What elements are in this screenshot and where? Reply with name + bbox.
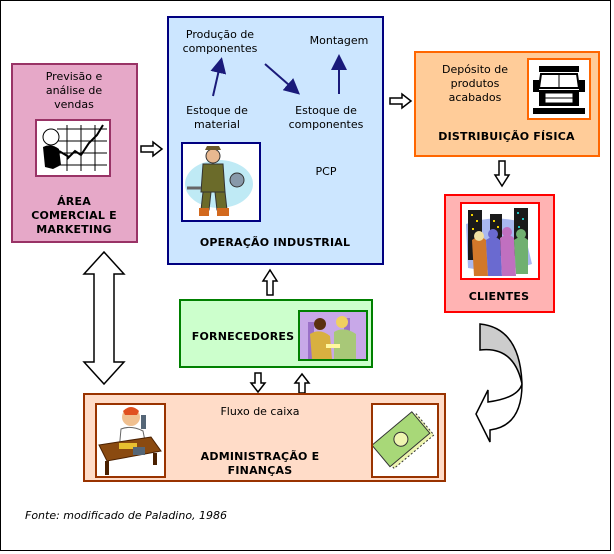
operation-title: OPERAÇÃO INDUSTRIAL (199, 236, 351, 249)
finance-title-1: ADMINISTRAÇÃO E (200, 450, 320, 463)
suppliers-box: FORNECEDORES (179, 299, 373, 368)
crowd-city-icon (460, 202, 540, 280)
arrow-finance-to-suppliers (293, 372, 311, 394)
finance-box: Fluxo de caixa ADMINISTRAÇÃO E FINANÇAS (83, 393, 446, 482)
phone-desk-icon (95, 403, 166, 478)
arrow-marketing-to-operation (140, 140, 164, 158)
worker-gear-icon (181, 142, 261, 222)
distribution-title: DISTRIBUIÇÃO FÍSICA (438, 130, 575, 143)
arrow-suppliers-to-finance (249, 372, 267, 394)
arrow-marketing-finance (82, 250, 126, 386)
salesman-chart-icon (35, 119, 111, 177)
arrow-material-to-producao (210, 57, 227, 97)
flow-arrows (210, 54, 347, 97)
distribution-subtitle: Depósito de produtos acabados (441, 63, 509, 104)
distribution-box: Depósito de produtos acabados DISTRIBUIÇ… (414, 51, 600, 157)
arrow-clients-to-finance (475, 323, 523, 443)
estoque-componentes-label: Estoque de componentes (288, 104, 364, 131)
finance-title-2: FINANÇAS (227, 464, 293, 477)
arrow-operation-to-distribution (389, 92, 413, 110)
marketing-title-3: MARKETING (36, 223, 112, 236)
pcp-label: PCP (315, 165, 337, 178)
arrow-suppliers-to-operation (261, 268, 279, 296)
truck-icon (527, 58, 591, 120)
estoque-material-label: Estoque de material (186, 104, 248, 131)
arrow-producao-to-estoque (264, 63, 301, 95)
marketing-box: Previsão e análise de vendas ÁREA COMERC… (11, 63, 138, 243)
clients-box: CLIENTES (444, 194, 555, 313)
marketing-title-2: COMERCIAL E (31, 209, 117, 222)
finance-subtitle: Fluxo de caixa (220, 405, 300, 418)
marketing-subtitle: Previsão e análise de vendas (45, 70, 103, 111)
operation-box: Produção de componentes Montagem Estoque… (167, 16, 384, 265)
handshake-icon (298, 310, 368, 361)
montagem-label: Montagem (309, 34, 369, 47)
arrow-distribution-to-clients (493, 160, 511, 188)
money-icon (371, 403, 439, 478)
suppliers-title: FORNECEDORES (191, 330, 295, 343)
marketing-title-1: ÁREA (57, 195, 91, 208)
producao-label: Produção de componentes (182, 28, 258, 55)
clients-title: CLIENTES (468, 290, 530, 303)
source-caption: Fonte: modificado de Paladino, 1986 (25, 509, 228, 522)
